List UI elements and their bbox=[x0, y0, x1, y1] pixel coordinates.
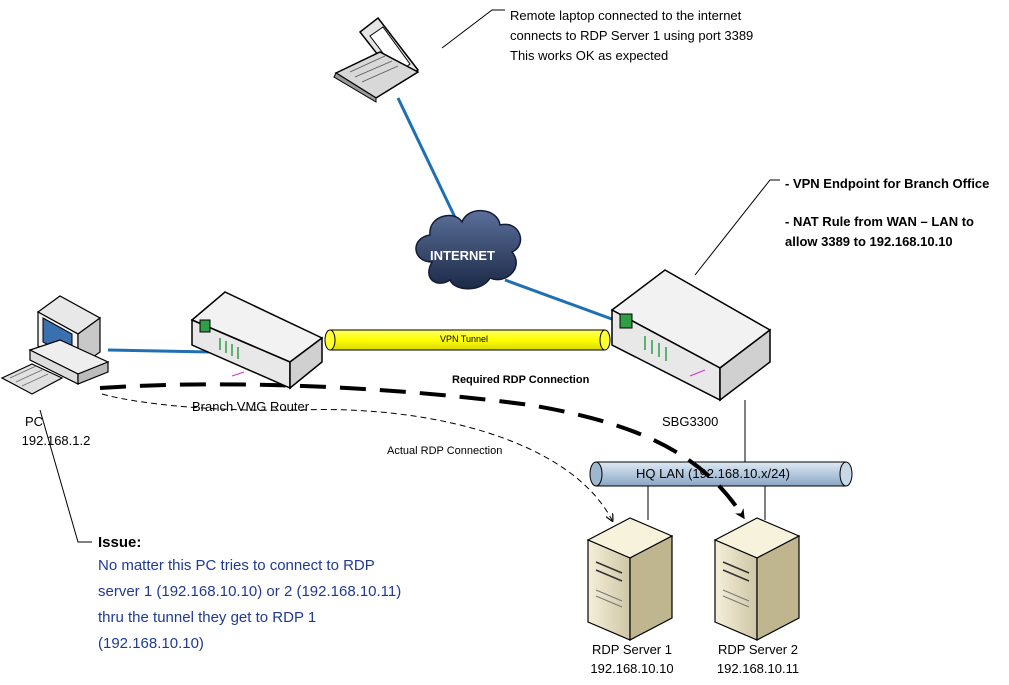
pc-name: PC bbox=[24, 414, 44, 429]
vpn-tunnel-pipe bbox=[324, 329, 611, 351]
hq-callout-line bbox=[694, 179, 780, 276]
issue-block: Issue: No matter this PC tries to connec… bbox=[98, 533, 401, 657]
hq-callout-text: - VPN Endpoint for Branch Office - NAT R… bbox=[785, 174, 989, 252]
pc-label: PC 192.168.1.2 bbox=[12, 412, 100, 450]
laptop-callout-line bbox=[441, 9, 505, 49]
sbg3300-label: SBG3300 bbox=[662, 414, 719, 429]
laptop-note-line-1: Remote laptop connected to the internet bbox=[510, 8, 742, 23]
hq-note-line-1: - VPN Endpoint for Branch Office bbox=[785, 176, 990, 191]
laptop-note-line-2: connects to RDP Server 1 using port 3389 bbox=[510, 28, 754, 43]
rdp-server-1-icon bbox=[586, 517, 674, 641]
server-2-ip: 192.168.10.11 bbox=[716, 661, 800, 676]
hq-note-line-2: - NAT Rule from WAN – LAN to bbox=[785, 214, 974, 229]
hq-note-line-3: allow 3389 to 192.168.10.10 bbox=[785, 234, 953, 249]
laptop-icon bbox=[333, 16, 420, 103]
server-1-ip: 192.168.10.10 bbox=[590, 661, 674, 676]
internet-cloud-icon bbox=[415, 209, 522, 290]
branch-router-icon bbox=[190, 291, 324, 390]
issue-title: Issue: bbox=[98, 534, 142, 551]
required-rdp-label: Required RDP Connection bbox=[452, 374, 590, 386]
issue-line-4: (192.168.10.10) bbox=[98, 635, 204, 652]
server-2-name: RDP Server 2 bbox=[718, 642, 798, 657]
laptop-note-line-3: This works OK as expected bbox=[510, 48, 669, 63]
rdp-server-2-label: RDP Server 2 192.168.10.11 bbox=[708, 640, 808, 678]
rdp-server-1-label: RDP Server 1 192.168.10.10 bbox=[582, 640, 682, 678]
laptop-callout-text: Remote laptop connected to the internet … bbox=[510, 6, 753, 66]
laptop-to-internet-link bbox=[396, 97, 464, 233]
issue-line-3: thru the tunnel they get to RDP 1 bbox=[98, 609, 317, 626]
server-1-name: RDP Server 1 bbox=[592, 642, 672, 657]
pc-icon bbox=[0, 295, 110, 395]
hq-lan-label: HQ LAN (192.168.10.x/24) bbox=[636, 466, 790, 481]
issue-callout-line bbox=[39, 409, 92, 543]
internet-to-sbg-link bbox=[504, 278, 621, 324]
actual-rdp-label: Actual RDP Connection bbox=[387, 445, 503, 457]
required-rdp-path bbox=[99, 382, 745, 520]
vpn-tunnel-label: VPN Tunnel bbox=[440, 334, 489, 344]
internet-label: INTERNET bbox=[430, 248, 495, 263]
hq-lan-pipe bbox=[589, 461, 853, 487]
sbg3300-icon bbox=[610, 269, 772, 402]
rdp-server-2-icon bbox=[713, 517, 801, 641]
pc-ip: 192.168.1.2 bbox=[21, 433, 91, 448]
branch-router-label: Branch VMG Router bbox=[192, 399, 310, 414]
pc-to-router-link bbox=[107, 348, 211, 354]
actual-rdp-path bbox=[101, 393, 612, 520]
issue-line-1: No matter this PC tries to connect to RD… bbox=[98, 557, 375, 574]
issue-line-2: server 1 (192.168.10.10) or 2 (192.168.1… bbox=[98, 583, 402, 600]
